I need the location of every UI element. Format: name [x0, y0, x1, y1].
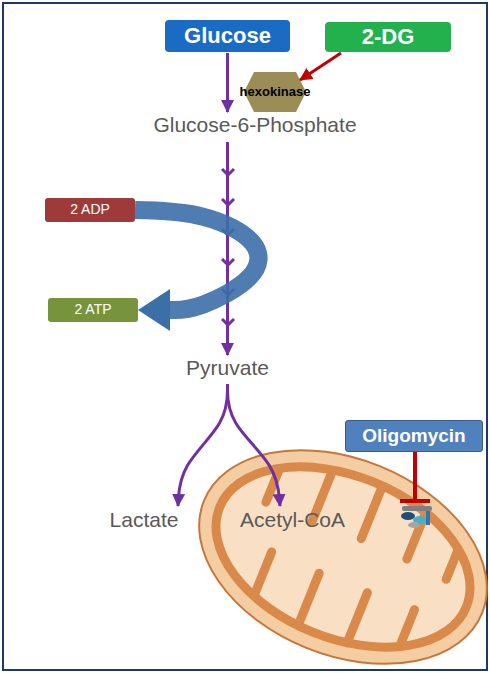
crista	[266, 469, 279, 502]
cristae	[228, 449, 469, 669]
node-text: Glucose-6-Phosphate	[153, 113, 356, 136]
crista	[446, 550, 458, 580]
chevron	[222, 289, 234, 295]
node-text: 2-DG	[362, 25, 415, 49]
inhibitor-box: Oligomycin	[345, 420, 483, 452]
node-text: Acetyl-CoA	[240, 508, 345, 531]
metabolite-label: Glucose-6-Phosphate	[130, 110, 380, 140]
node-text: Pyruvate	[186, 356, 269, 379]
synthase-part	[408, 522, 420, 528]
cofactor-box: 2 ADP	[45, 198, 135, 222]
crista	[347, 593, 367, 643]
node-text: Lactate	[110, 508, 179, 531]
mitochondrion	[167, 410, 490, 673]
synthase-part	[426, 511, 430, 525]
chevron	[222, 199, 234, 205]
chevron-chain	[222, 169, 234, 325]
energy-arrow	[135, 210, 259, 310]
metabolite-label: Lactate	[100, 506, 188, 534]
chevron	[222, 229, 234, 235]
chevron	[222, 319, 234, 325]
substrate-box: Glucose	[165, 20, 290, 52]
crista	[299, 573, 320, 624]
inhibitor-box: 2-DG	[325, 22, 451, 52]
enzyme-hexagon: hexokinase	[228, 72, 322, 112]
node-text: hexokinase	[240, 85, 311, 99]
inhibition-line	[413, 452, 417, 501]
crista	[254, 552, 271, 595]
node-text: Oligomycin	[362, 426, 465, 447]
chevron	[222, 259, 234, 265]
branch-arrow	[228, 384, 281, 506]
inhibition-mark	[400, 452, 430, 501]
atp-synthase-symbol	[401, 506, 432, 528]
inner-membrane	[189, 432, 490, 673]
synthase-part	[402, 506, 432, 511]
flow-arrow	[226, 142, 229, 355]
node-text: Glucose	[184, 24, 271, 48]
crista	[361, 487, 382, 538]
branch-arrow	[178, 384, 228, 506]
node-text: 2 ADP	[70, 202, 110, 217]
chevron	[222, 169, 234, 175]
crista	[400, 610, 415, 647]
synthase-part	[401, 512, 415, 520]
metabolite-label: Acetyl-CoA	[225, 506, 360, 534]
inhibitor-arrow	[300, 53, 341, 80]
product-box: 2 ATP	[48, 298, 138, 322]
flow-arrow	[226, 53, 229, 112]
metabolite-label: Pyruvate	[170, 354, 285, 382]
outer-membrane	[167, 410, 490, 673]
inhibition-bar	[400, 499, 430, 503]
node-text: 2 ATP	[74, 302, 111, 317]
